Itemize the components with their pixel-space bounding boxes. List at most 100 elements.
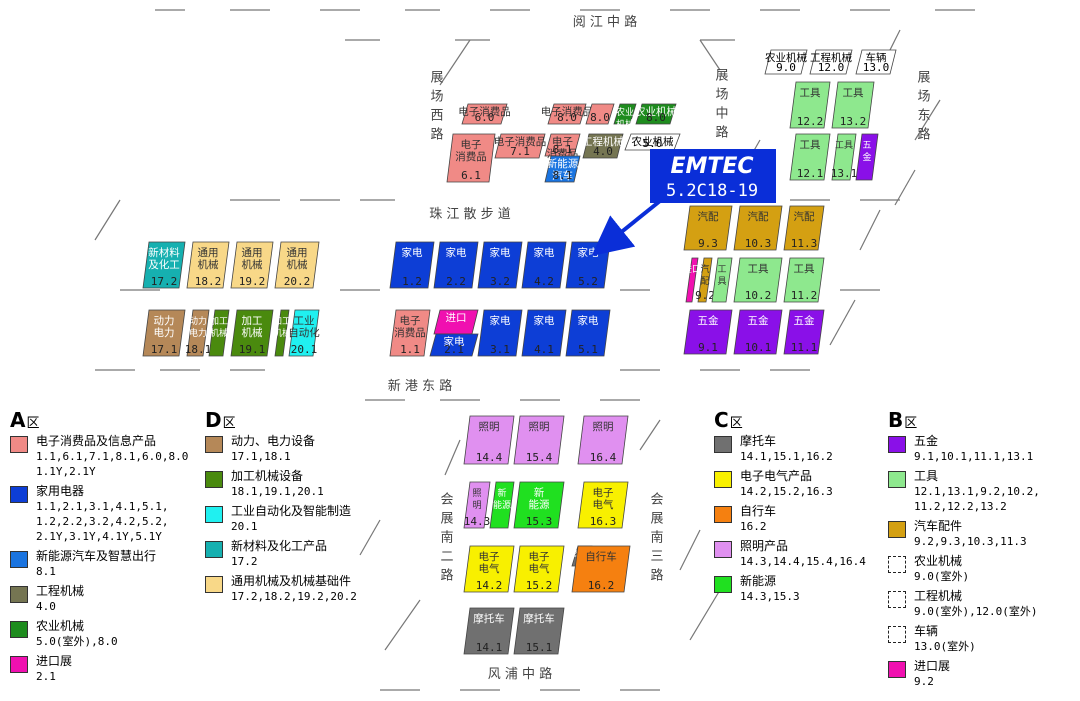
hall-number: 5.0 bbox=[643, 137, 663, 150]
hall-shape bbox=[783, 309, 825, 355]
hall-number: 1.1 bbox=[400, 343, 420, 356]
hall-36[interactable]: 进口 bbox=[433, 309, 479, 335]
hall-label: 通用 bbox=[287, 247, 308, 259]
hall-23[interactable]: 汽配9.2 bbox=[695, 257, 715, 303]
legend-sub1: 16.2 bbox=[740, 520, 767, 533]
hall-label: 工程机械 bbox=[582, 135, 624, 148]
road-label-0: 阅 江 中 路 bbox=[573, 14, 637, 30]
hall-label-2: 机械 bbox=[273, 327, 291, 339]
hall-label: 家电 bbox=[534, 246, 555, 259]
hall-55[interactable]: 新能源 bbox=[489, 481, 515, 529]
hall-2[interactable]: 8.0 bbox=[585, 103, 615, 125]
road-line-14 bbox=[699, 39, 721, 71]
hall-40[interactable]: 家电5.1 bbox=[565, 309, 611, 357]
hall-32[interactable]: 家电3.2 bbox=[477, 241, 523, 289]
hall-39[interactable]: 家电4.1 bbox=[521, 309, 567, 357]
hall-label: 进口 bbox=[446, 312, 467, 324]
hall-27[interactable]: 五金9.1 bbox=[683, 309, 733, 355]
hall-label: 照明 bbox=[529, 421, 550, 433]
hall-shape bbox=[809, 49, 853, 75]
hall-label: 农业机械 bbox=[632, 135, 674, 148]
legend-swatch bbox=[714, 541, 732, 558]
hall-22[interactable]: 进口 bbox=[683, 257, 701, 303]
hall-shape bbox=[463, 607, 515, 655]
hall-33[interactable]: 家电4.2 bbox=[521, 241, 567, 289]
booth-badge-box[interactable] bbox=[650, 149, 776, 203]
hall-shape bbox=[513, 481, 565, 529]
hall-number: 14.4 bbox=[476, 451, 503, 464]
zone-title-A: A区 bbox=[10, 408, 40, 432]
legend-label: 照明产品 bbox=[740, 539, 789, 553]
hall-37[interactable]: 家电2.1 bbox=[429, 333, 479, 357]
hall-3[interactable]: 农业机械 bbox=[613, 103, 637, 130]
hall-label: 工具 bbox=[843, 87, 864, 99]
legend-sub1: 9.2,9.3,10.3,11.3 bbox=[914, 535, 1027, 548]
zone-title-B: B区 bbox=[888, 408, 918, 432]
hall-number: 13.0 bbox=[863, 61, 890, 74]
legend-sub1: 17.2 bbox=[231, 555, 258, 568]
hall-18[interactable]: 五金 bbox=[855, 133, 879, 181]
hall-shape bbox=[683, 309, 733, 355]
hall-label: 电子 bbox=[400, 314, 421, 327]
hall-label: 照明 bbox=[479, 421, 500, 433]
hall-19[interactable]: 汽配9.3 bbox=[683, 205, 733, 251]
hall-49[interactable]: 加工机械 bbox=[273, 309, 291, 357]
legend-label: 新材料及化工产品 bbox=[231, 539, 328, 553]
hall-38[interactable]: 家电3.1 bbox=[477, 309, 523, 357]
hall-number: 8.0 bbox=[590, 111, 610, 124]
hall-label: 摩托车 bbox=[473, 612, 505, 625]
booth-badge[interactable]: EMTEC 5.2C18-19 bbox=[591, 149, 776, 257]
hall-47[interactable]: 加工机械 bbox=[208, 309, 230, 357]
hall-number: 8.0 bbox=[646, 111, 666, 124]
hall-label: 自行车 bbox=[585, 550, 617, 563]
hall-24[interactable]: 工具 bbox=[711, 257, 733, 303]
hall-51[interactable]: 照明 14.4 bbox=[463, 415, 515, 465]
hall-34[interactable]: 家电5.2 bbox=[565, 241, 611, 289]
hall-31[interactable]: 家电2.2 bbox=[433, 241, 479, 289]
legend-label: 电子电气产品 bbox=[740, 469, 813, 483]
hall-30[interactable]: 家电1.2 bbox=[389, 241, 435, 289]
